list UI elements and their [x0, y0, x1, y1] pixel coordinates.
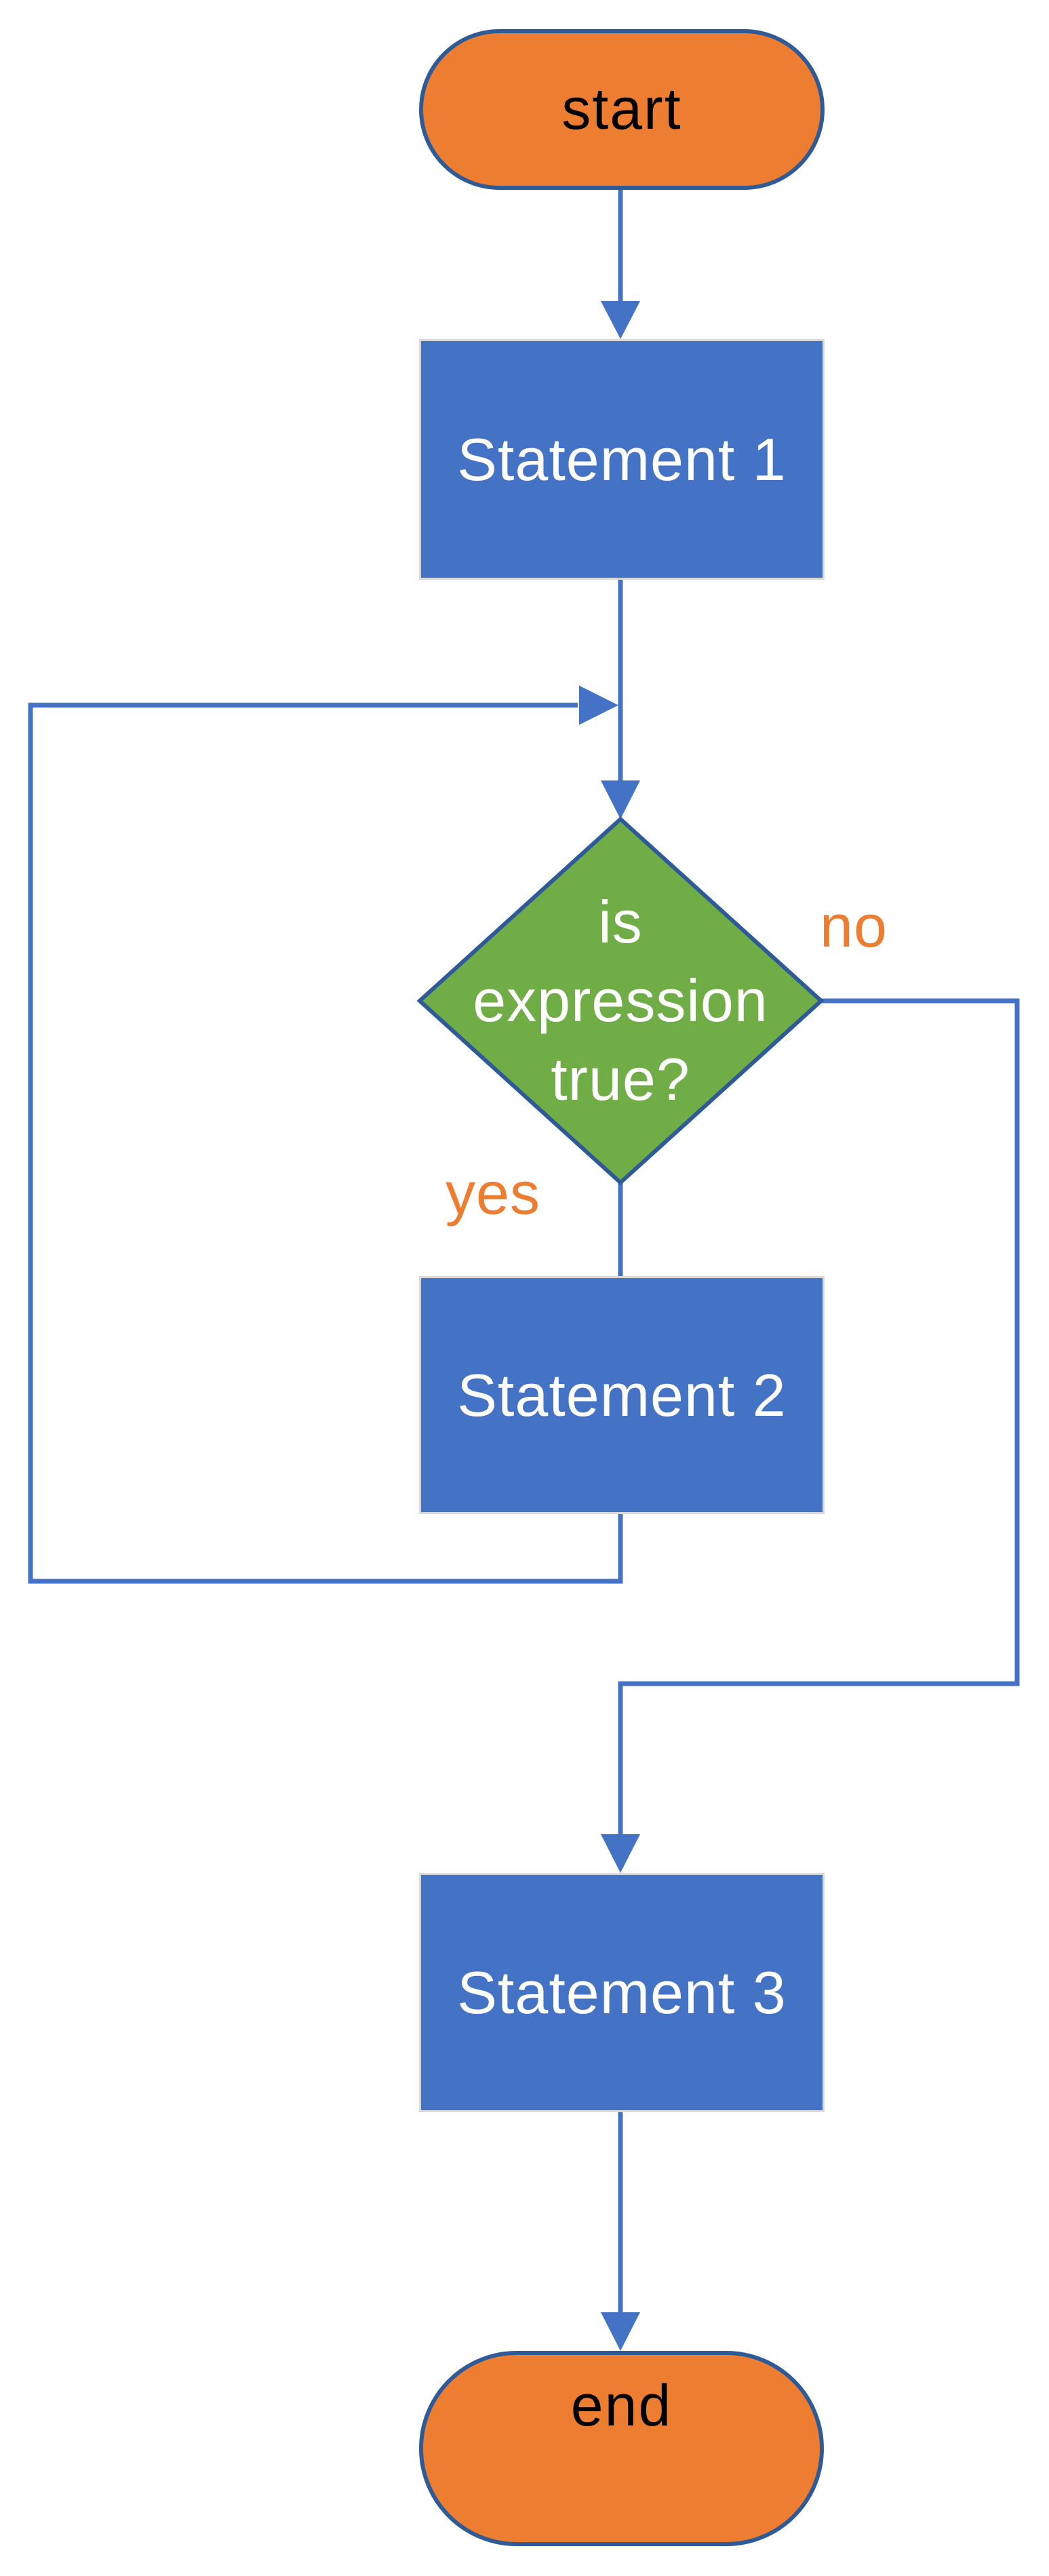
start-terminator: start	[419, 29, 825, 190]
edge-loop-back	[28, 702, 623, 1584]
process-statement-3: Statement 3	[419, 1873, 825, 2112]
arrowhead-into-decision	[601, 780, 640, 819]
statement-1-label: Statement 1	[457, 425, 787, 493]
statement-2-label: Statement 2	[457, 1361, 787, 1429]
edge-no-branch	[618, 998, 1020, 1835]
statement-3-label: Statement 3	[457, 1958, 787, 2026]
arrowhead-loop-junction	[579, 686, 618, 725]
decision-label: is expression true?	[473, 888, 768, 1113]
arrowhead-into-end	[601, 2312, 640, 2351]
branch-label-yes: yes	[446, 1160, 540, 1227]
process-statement-2: Statement 2	[419, 1276, 825, 1514]
decision-diamond-shape	[416, 816, 825, 1186]
process-statement-1: Statement 1	[419, 339, 825, 580]
branch-label-no: no	[820, 892, 888, 959]
start-label: start	[561, 77, 682, 142]
arrowhead-into-statement1	[601, 301, 640, 339]
arrowhead-into-statement3	[601, 1834, 640, 1873]
end-label: end	[570, 2373, 673, 2438]
end-terminator: end	[419, 2351, 824, 2546]
